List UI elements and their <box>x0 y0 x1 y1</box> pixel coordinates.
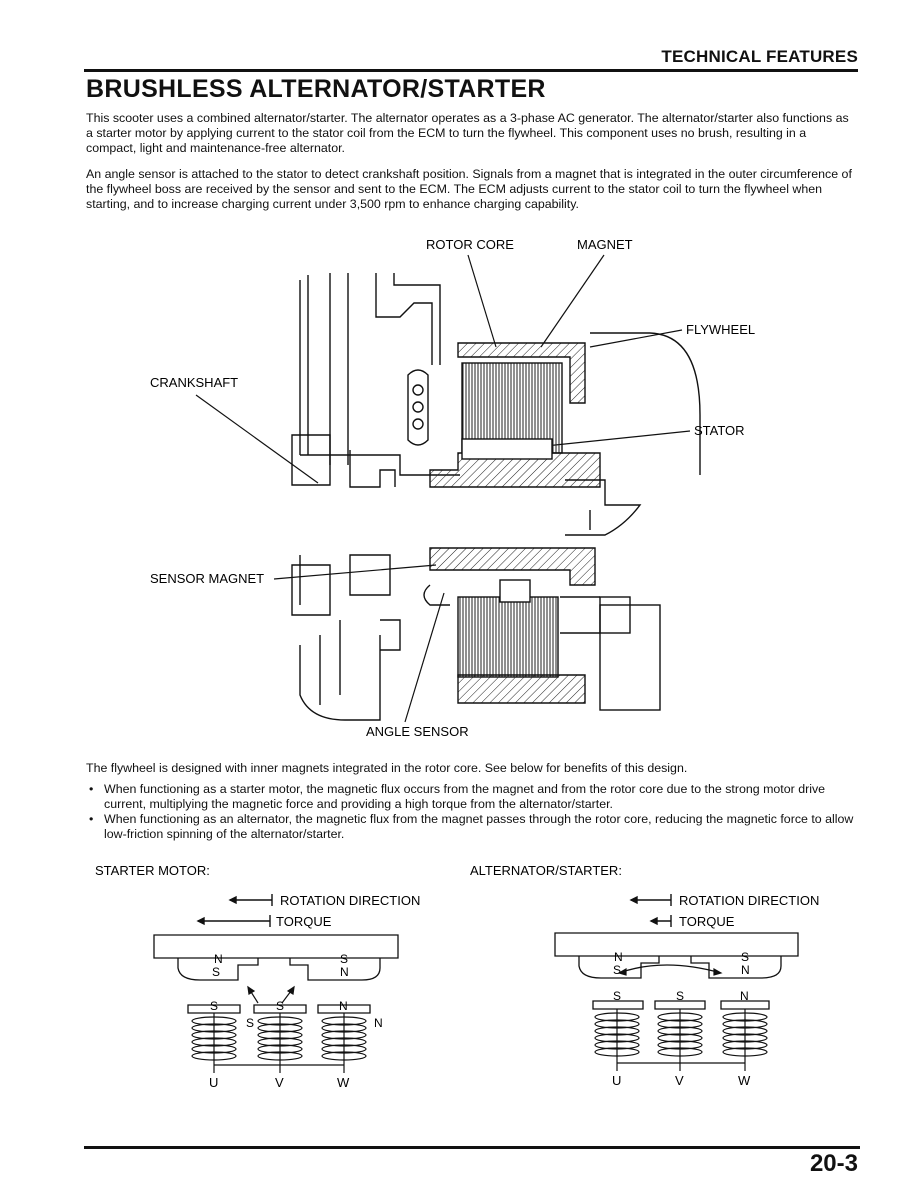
torque-label: TORQUE <box>679 914 735 929</box>
alternator-cross-section-diagram: ROTOR CORE MAGNET FLYWHEEL CRANKSHAFT ST… <box>150 237 755 739</box>
phase-label-u: U <box>612 1073 621 1088</box>
flywheel-label: FLYWHEEL <box>686 322 755 337</box>
phase-label-w: W <box>337 1075 350 1090</box>
phase-label-w: W <box>738 1073 751 1088</box>
rotation-direction-label: ROTATION DIRECTION <box>280 893 420 908</box>
flywheel-design-paragraph: The flywheel is designed with inner magn… <box>86 761 688 775</box>
pole-label: N <box>740 989 749 1003</box>
magnet-label: MAGNET <box>577 237 633 252</box>
stator-label: STATOR <box>694 423 745 438</box>
pole-label: S <box>210 999 218 1013</box>
rotor-label-n-bottom: N <box>340 965 349 979</box>
page-number: 20-3 <box>809 1150 858 1177</box>
rotor-label-n: N <box>214 952 223 966</box>
pole-label: S <box>613 989 621 1003</box>
section-header: TECHNICAL FEATURES <box>661 47 858 66</box>
pole-label: S <box>276 999 284 1013</box>
rotation-direction-label: ROTATION DIRECTION <box>679 893 819 908</box>
rotor-label-n-bottom: N <box>741 963 750 977</box>
angle-sensor-paragraph: An angle sensor is attached to the stato… <box>86 167 852 211</box>
coil-w <box>722 1009 768 1071</box>
rotor-label-s: S <box>613 963 621 977</box>
coil-u <box>594 1009 640 1071</box>
rotor-core-label: ROTOR CORE <box>426 237 514 252</box>
top-rule <box>84 69 858 72</box>
coil-label-s: S <box>246 1016 254 1030</box>
phase-label-v: V <box>275 1075 284 1090</box>
bottom-rule <box>84 1146 860 1149</box>
coil-v <box>257 1013 303 1073</box>
page-title: BRUSHLESS ALTERNATOR/STARTER <box>86 75 546 103</box>
intro-paragraph: This scooter uses a combined alternator/… <box>86 111 849 155</box>
alternator-starter-diagram: ALTERNATOR/STARTER: ROTATION DIRECTION T… <box>470 863 819 1088</box>
coil-u <box>191 1013 237 1073</box>
rotor-label-s-top: S <box>741 950 749 964</box>
coil-label-n: N <box>374 1016 383 1030</box>
sensor-magnet-label: SENSOR MAGNET <box>150 571 264 586</box>
coil-v <box>657 1009 703 1071</box>
phase-label-u: U <box>209 1075 218 1090</box>
rotor-label-s-top: S <box>340 952 348 966</box>
list-item: •When functioning as a starter motor, th… <box>89 782 826 811</box>
list-item: •When functioning as an alternator, the … <box>89 812 854 841</box>
benefits-list: •When functioning as a starter motor, th… <box>86 782 858 842</box>
rotor-label-s: S <box>212 965 220 979</box>
coil-w <box>321 1013 367 1073</box>
pole-label: S <box>676 989 684 1003</box>
phase-label-v: V <box>675 1073 684 1088</box>
bullet-text: When functioning as an alternator, the m… <box>104 812 854 841</box>
alternator-starter-heading: ALTERNATOR/STARTER: <box>470 863 622 878</box>
angle-sensor-label: ANGLE SENSOR <box>366 724 469 739</box>
pole-label: N <box>339 999 348 1013</box>
starter-motor-diagram: STARTER MOTOR: ROTATION DIRECTION TORQUE… <box>95 863 420 1090</box>
rotor-label-n: N <box>614 950 623 964</box>
torque-label: TORQUE <box>276 914 332 929</box>
bullet-text: When functioning as a starter motor, the… <box>104 782 826 811</box>
crankshaft-label: CRANKSHAFT <box>150 375 238 390</box>
starter-motor-heading: STARTER MOTOR: <box>95 863 210 878</box>
